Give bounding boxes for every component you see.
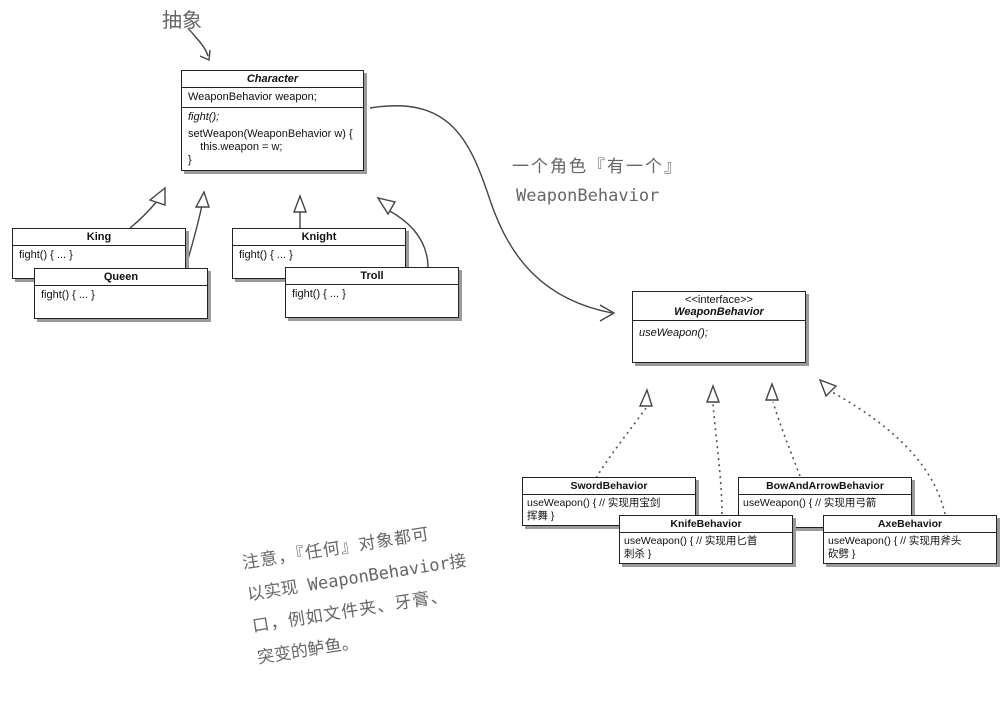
weapon-behavior-name: WeaponBehavior xyxy=(674,306,764,318)
bow-realizes-line xyxy=(772,401,801,477)
queen-inherits-line xyxy=(184,204,203,271)
axe-method-line-1: useWeapon() { // 实现用斧头 xyxy=(828,535,962,547)
sword-behavior-name: SwordBehavior xyxy=(523,478,695,495)
knife-behavior-class: KnifeBehavior useWeapon() { // 实现用匕首 刺杀 … xyxy=(619,515,793,564)
weapon-behavior-interface: <<interface>> WeaponBehavior useWeapon()… xyxy=(632,291,806,363)
character-methods: fight(); setWeapon(WeaponBehavior w) { t… xyxy=(182,108,363,170)
king-class-name: King xyxy=(13,229,185,246)
knife-realizes-line xyxy=(712,403,723,515)
bow-and-arrow-behavior-name: BowAndArrowBehavior xyxy=(739,478,911,495)
character-class-name: Character xyxy=(182,71,363,88)
axe-method-line-2: 砍劈 } xyxy=(828,548,856,560)
abstract-pointer-arrow xyxy=(187,27,209,57)
has-a-association-line xyxy=(369,105,613,314)
knight-methods: fight() { ... } xyxy=(233,246,405,278)
queen-class: Queen fight() { ... } xyxy=(34,268,208,319)
knife-behavior-methods: useWeapon() { // 实现用匕首 刺杀 } xyxy=(620,533,792,563)
sword-method-line-2: 挥舞 } xyxy=(527,510,555,522)
axe-behavior-name: AxeBehavior xyxy=(824,516,996,533)
has-a-annotation-line-2: WeaponBehavior xyxy=(516,186,660,206)
queen-method-fight: fight() { ... } xyxy=(41,289,95,301)
queen-methods: fight() { ... } xyxy=(35,286,207,318)
weapon-behavior-header: <<interface>> WeaponBehavior xyxy=(633,292,805,321)
axe-triangle xyxy=(818,378,838,398)
queen-triangle xyxy=(194,190,210,208)
knife-behavior-name: KnifeBehavior xyxy=(620,516,792,533)
bow-method-line-1: useWeapon() { // 实现用弓箭 xyxy=(743,497,877,509)
king-triangle xyxy=(148,186,166,206)
character-method-setweapon: setWeapon(WeaponBehavior w) { xyxy=(188,128,353,140)
sword-method-line-1: useWeapon() { // 实现用宝剑 xyxy=(527,497,661,509)
bow-triangle xyxy=(764,382,780,401)
abstract-annotation: 抽象 xyxy=(162,8,202,32)
sword-triangle xyxy=(638,388,653,407)
troll-class: Troll fight() { ... } xyxy=(285,267,459,318)
weapon-behavior-method-useweapon: useWeapon(); xyxy=(639,327,708,339)
character-method-fight: fight(); xyxy=(188,111,220,123)
knife-triangle xyxy=(705,384,721,403)
queen-class-name: Queen xyxy=(35,269,207,286)
troll-method-fight: fight() { ... } xyxy=(292,288,346,300)
character-method-close: } xyxy=(188,154,192,166)
character-fields: WeaponBehavior weapon; xyxy=(182,88,363,108)
weapon-behavior-methods: useWeapon(); xyxy=(633,321,805,362)
character-class: Character WeaponBehavior weapon; fight()… xyxy=(181,70,364,171)
has-a-annotation-line-1: 一个角色『有一个』 xyxy=(512,157,683,177)
interface-stereotype: <<interface>> xyxy=(685,294,753,306)
king-inherits-line xyxy=(129,199,159,229)
knight-method-fight: fight() { ... } xyxy=(239,249,293,261)
character-method-body: this.weapon = w; xyxy=(188,141,283,153)
knife-method-line-2: 刺杀 } xyxy=(624,548,652,560)
character-field-weapon: WeaponBehavior weapon; xyxy=(188,91,317,103)
knight-triangle xyxy=(292,194,308,213)
knight-class-name: Knight xyxy=(233,229,405,246)
sword-realizes-line xyxy=(595,407,647,479)
troll-class-name: Troll xyxy=(286,268,458,285)
sword-behavior-methods: useWeapon() { // 实现用宝剑 挥舞 } xyxy=(523,495,695,525)
axe-behavior-methods: useWeapon() { // 实现用斧头 砍劈 } xyxy=(824,533,996,563)
troll-triangle xyxy=(376,196,397,216)
bow-and-arrow-behavior-methods: useWeapon() { // 实现用弓箭 xyxy=(739,495,911,527)
axe-behavior-class: AxeBehavior useWeapon() { // 实现用斧头 砍劈 } xyxy=(823,515,997,564)
troll-methods: fight() { ... } xyxy=(286,285,458,317)
king-methods: fight() { ... } xyxy=(13,246,185,278)
king-method-fight: fight() { ... } xyxy=(19,249,73,261)
troll-inherits-line xyxy=(387,209,429,269)
knife-method-line-1: useWeapon() { // 实现用匕首 xyxy=(624,535,758,547)
axe-realizes-line xyxy=(831,391,946,515)
